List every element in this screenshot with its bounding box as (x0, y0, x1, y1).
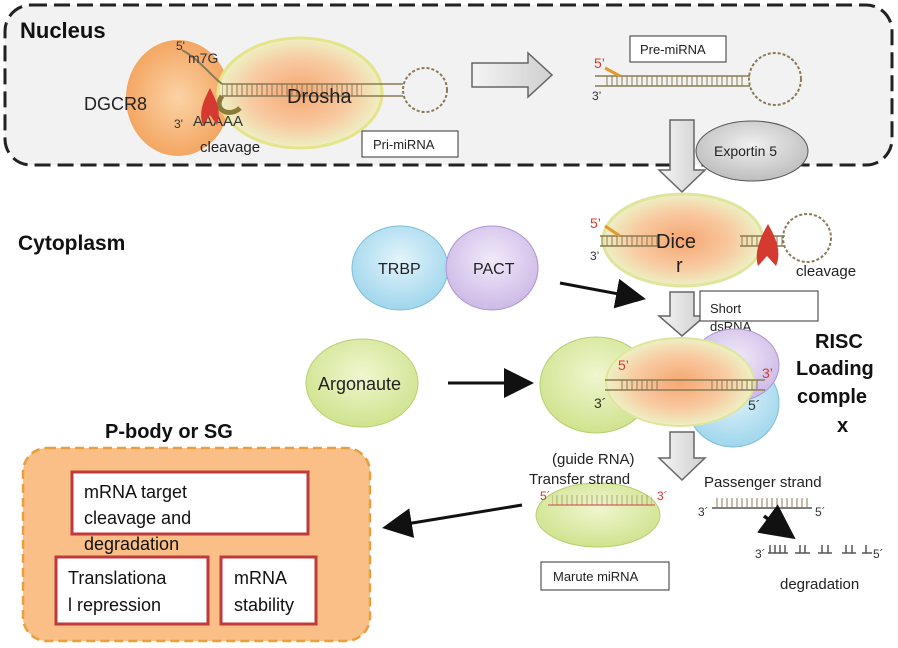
target-cleavage-line3: degradation (84, 534, 179, 554)
target-cleavage-box (70, 470, 310, 536)
risc-five-top: 5’ (618, 357, 629, 373)
pact-protein (445, 225, 539, 311)
pri-mirna-loop (402, 67, 448, 113)
risc-title-2: Loading (796, 358, 874, 380)
pre-mirna-loop (748, 52, 802, 106)
stability-line2: stability (234, 595, 294, 615)
guide-three-prime: 3´ (657, 489, 668, 503)
pre-five-prime: 5’ (594, 55, 605, 71)
short-dsrna-box (699, 290, 819, 322)
degraded-fragments (768, 545, 872, 554)
pri-mirna-5-tail (181, 49, 223, 85)
dicer-label-1: Dice (656, 231, 696, 253)
pri-five-prime: 5' (176, 39, 185, 53)
deg-five-prime: 5´ (873, 547, 884, 561)
transfer-strand-label: Transfer strand (529, 471, 630, 488)
pre-mirna-box (629, 35, 727, 63)
translational-line1: Translationa (68, 568, 167, 588)
target-cleavage-line2: cleavage and (84, 508, 191, 528)
pre-three-prime: 3’ (592, 89, 601, 103)
pri-mirna-label: Pri-miRNA (373, 137, 435, 152)
risc-title-3: comple (797, 386, 867, 408)
guide-rna-label: (guide RNA) (552, 451, 635, 468)
risc-down-arrow (657, 431, 707, 482)
exportin-label: Exportin 5 (714, 143, 777, 159)
pri-mirna-stem (222, 84, 362, 96)
translational-repression-box (54, 555, 210, 626)
mature-mirna-argonaute (535, 482, 661, 548)
drosha-label: Drosha (287, 86, 352, 108)
trbp-label: TRBP (378, 261, 421, 278)
translational-line2: l repression (68, 595, 161, 615)
short-dsrna-line1: Short (710, 301, 741, 316)
dicer-cleavage-label: cleavage (796, 263, 856, 280)
dicer-loop (782, 213, 832, 263)
pri-three-prime: 3' (174, 117, 183, 131)
risc-three-top: 3’ (762, 365, 773, 381)
risc-five-bottom: 5´ (748, 397, 760, 413)
dicer-down-arrow (656, 291, 708, 337)
target-cleavage-line1: mRNA target (84, 482, 187, 502)
pri-mirna-box (361, 130, 459, 158)
passenger-strand-label: Passenger strand (704, 474, 822, 491)
risc-title-1: RISC (815, 331, 863, 353)
pbody-title: P-body or SG (105, 421, 233, 443)
deg-three-prime: 3´ (755, 547, 766, 561)
risc-three-bottom: 3´ (594, 395, 606, 411)
degradation-label: degradation (780, 576, 859, 593)
pact-label: PACT (473, 261, 515, 278)
mature-mirna-label: Marute miRNA (553, 569, 639, 584)
argonaute-label: Argonaute (318, 374, 401, 394)
m7g-label: m7G (188, 50, 218, 66)
passenger-three-prime: 3´ (698, 505, 709, 519)
argonaute-protein (305, 338, 419, 428)
dgcr8-label: DGCR8 (84, 94, 147, 114)
guide-five-prime: 5´ (540, 489, 551, 503)
stability-line1: mRNA (234, 568, 287, 588)
dicer-cleavage-marker (756, 224, 779, 266)
mature-mirna-box (540, 561, 670, 591)
pre-mirna-label: Pre-miRNA (640, 42, 706, 57)
risc-title-4: x (837, 415, 848, 437)
pbody-arrow (382, 503, 523, 538)
drosha-cleavage-marker (201, 88, 219, 125)
dicer-five-prime: 5’ (590, 215, 601, 231)
trbp-pact-arrow (559, 278, 646, 309)
export-arrow (657, 119, 707, 194)
passenger-five-prime: 5´ (815, 505, 826, 519)
drosha-cleavage-label: cleavage (200, 139, 260, 156)
nucleus-label: Nucleus (20, 18, 106, 43)
passenger-degradation-arrow (757, 504, 796, 540)
dicer-label-2: r (676, 255, 683, 277)
cytoplasm-label: Cytoplasm (18, 232, 125, 255)
exportin-5 (695, 120, 809, 182)
dgcr8-protein (126, 40, 230, 156)
mrna-stability-box (219, 555, 318, 626)
pri-mirna-3-tail (216, 94, 242, 115)
dicer-three-prime: 3’ (590, 249, 599, 263)
pre-mirna-stem (605, 76, 745, 86)
nucleus-process-arrow (471, 51, 554, 99)
